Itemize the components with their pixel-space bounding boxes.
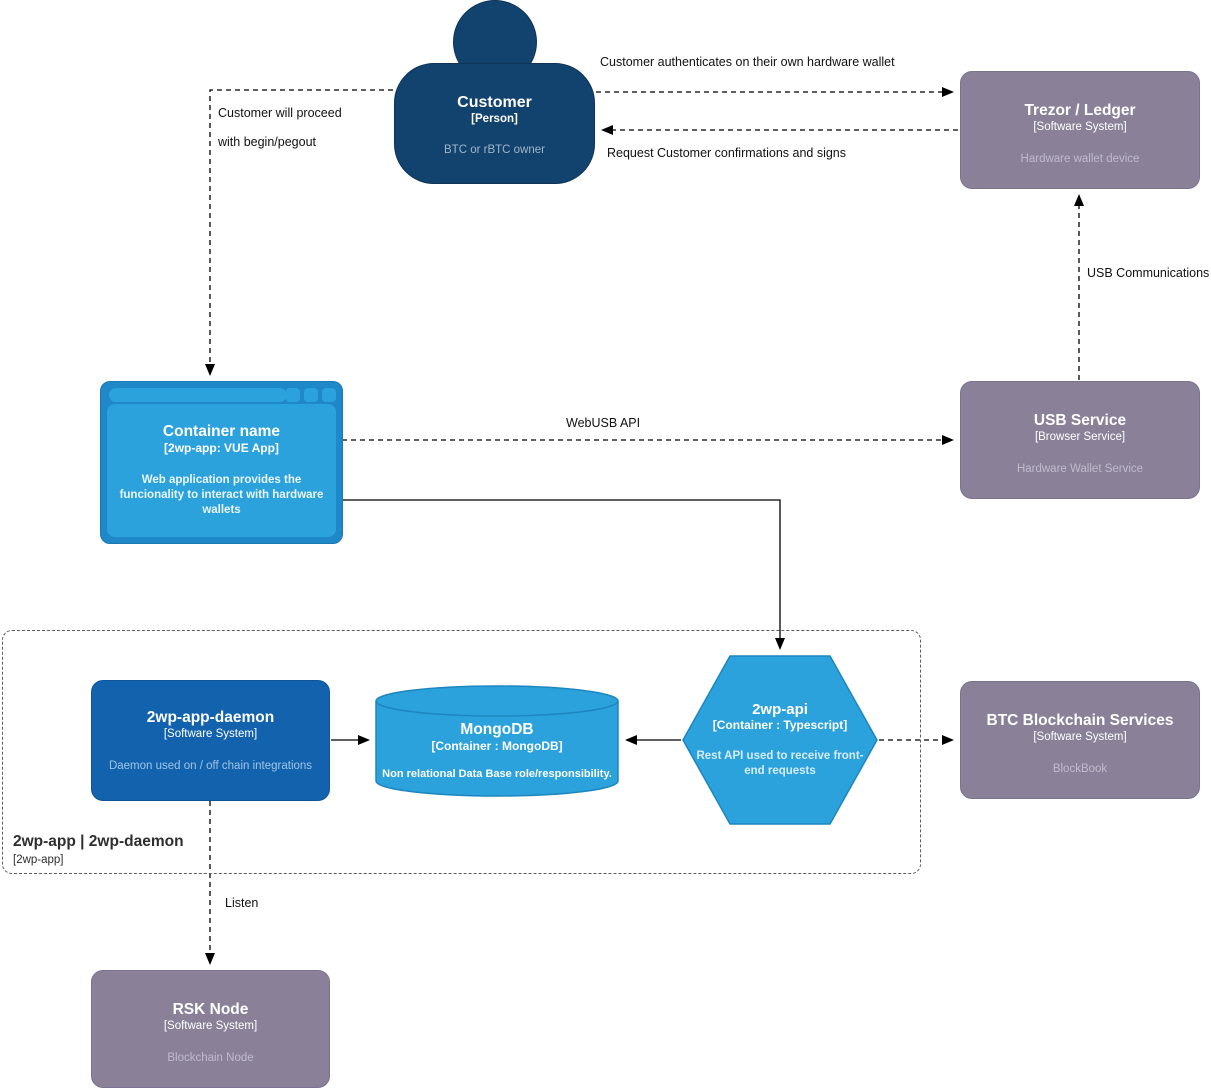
node-description: Blockchain Node [167,1051,254,1064]
node-description: Rest API used to receive front-end reque… [696,749,864,777]
edge-label-webusb: WebUSB API [566,416,641,430]
hexagon-shape [682,655,878,825]
node-2wp-api[interactable]: 2wp-api [Container : Typescript] Rest AP… [682,655,878,825]
browser-button-3 [322,388,336,402]
edge-label-usb-communications: USB Communications [1087,266,1210,280]
node-description: Hardware wallet device [1020,152,1140,165]
node-rsk-node[interactable]: RSK Node [Software System] Blockchain No… [91,970,330,1088]
node-subtitle: [Software System] [163,1019,258,1032]
boundary-title: 2wp-app | 2wp-daemon [13,833,184,850]
browser-content: Container name [2wp-app: VUE App] Web ap… [107,404,336,537]
browser-button-2 [304,388,318,402]
node-subtitle: [Person] [471,113,518,126]
node-title: 2wp-api [752,701,808,718]
node-description: Daemon used on / off chain integrations [108,759,313,772]
edge-label-proceed-line1: Customer will proceed [218,106,342,120]
node-description: Hardware Wallet Service [1016,462,1144,475]
edge-label-listen: Listen [225,896,259,910]
node-title: Trezor / Ledger [1024,102,1136,119]
node-description: Web application provides the funcionalit… [119,474,324,517]
node-description: Non relational Data Base role/responsibi… [382,768,612,781]
node-title: RSK Node [172,1001,249,1018]
node-btc-blockchain-services[interactable]: BTC Blockchain Services [Software System… [960,681,1200,799]
edge-label-auth: Customer authenticates on their own hard… [600,55,895,69]
node-usb-service[interactable]: USB Service [Browser Service] Hardware W… [960,381,1200,499]
boundary-2wp-app[interactable]: 2wp-app | 2wp-daemon [2wp-app] [2,630,921,874]
browser-button-1 [286,388,300,402]
node-subtitle: [Software System] [163,727,258,740]
node-title: USB Service [1033,412,1127,429]
node-subtitle: [Container : Typescript] [712,718,848,733]
node-title: BTC Blockchain Services [986,712,1174,729]
node-title: Container name [162,423,281,440]
browser-addressbar [109,388,287,402]
node-description: BlockBook [1052,762,1108,775]
cylinder-shape [375,685,619,797]
node-trezor-ledger[interactable]: Trezor / Ledger [Software System] Hardwa… [960,71,1200,189]
node-title: 2wp-app-daemon [146,709,275,726]
edge-label-proceed-line2: with begin/pegout [218,135,316,149]
node-subtitle: [Container : MongoDB] [431,738,563,753]
node-title: Customer [457,94,532,111]
node-subtitle: [Browser Service] [1034,430,1126,443]
node-title: MongoDB [460,721,534,738]
node-mongodb[interactable]: MongoDB [Container : MongoDB] Non relati… [375,685,619,797]
node-customer[interactable]: Customer [Person] BTC or rBTC owner [394,63,595,184]
boundary-subtitle: [2wp-app] [13,854,64,866]
node-2wp-app-daemon[interactable]: 2wp-app-daemon [Software System] Daemon … [91,680,330,801]
node-subtitle: [2wp-app: VUE App] [164,440,279,455]
node-description: BTC or rBTC owner [444,144,545,157]
node-subtitle: [Software System] [1033,120,1127,133]
edge-label-confirm: Request Customer confirmations and signs [607,146,847,160]
edge-webapp-to-api[interactable] [342,499,785,650]
edge-customer-proceed-webapp[interactable] [205,89,393,376]
node-webapp-browser[interactable]: Container name [2wp-app: VUE App] Web ap… [100,381,343,544]
node-subtitle: [Software System] [1033,730,1127,743]
